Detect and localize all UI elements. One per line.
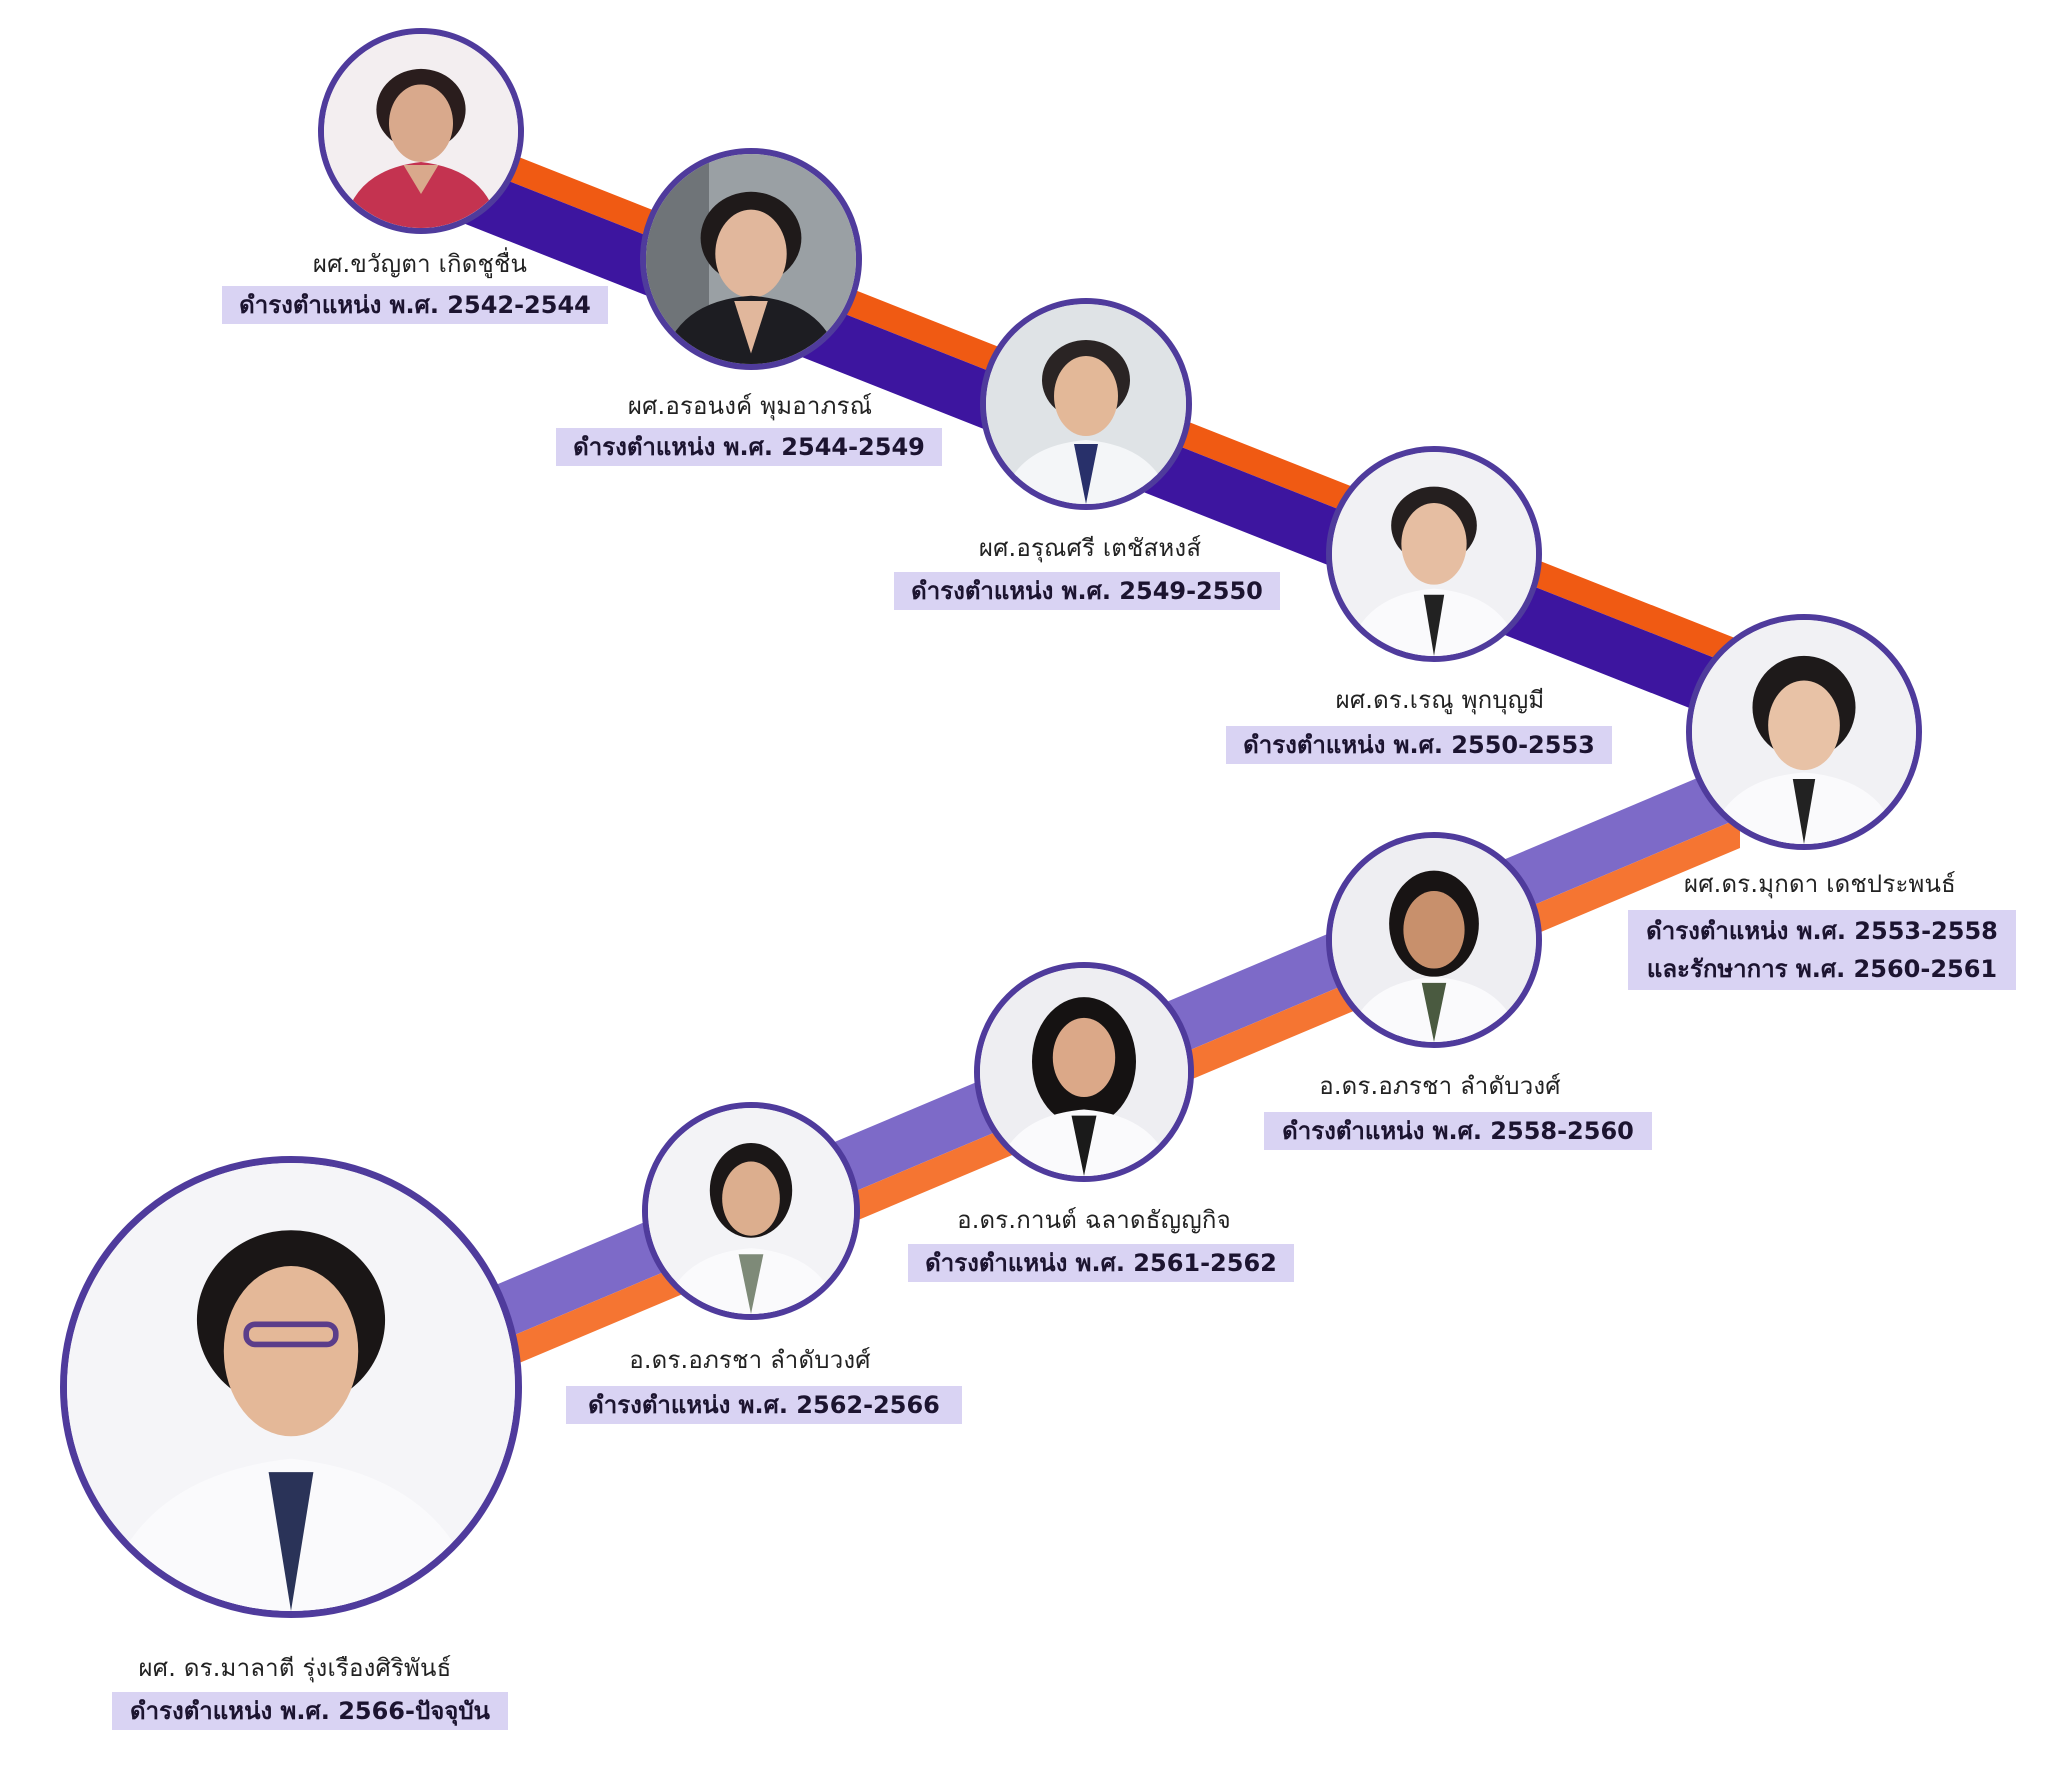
portrait-photo — [1326, 446, 1542, 662]
person-name: อ.ดร.อภรชา ลำดับวงศ์ — [1319, 1072, 1561, 1100]
term-label: ดำรงตำแหน่ง พ.ศ. 2542-2544 — [222, 286, 608, 324]
person-silhouette-icon — [324, 34, 518, 228]
term-label: ดำรงตำแหน่ง พ.ศ. 2562-2566 — [566, 1386, 962, 1424]
person-silhouette-icon — [646, 154, 856, 364]
person-name: อ.ดร.กานต์ ฉลาดธัญญกิจ — [957, 1206, 1231, 1234]
portrait-photo — [642, 1102, 860, 1320]
portrait-photo — [980, 298, 1192, 510]
portrait-photo — [60, 1156, 522, 1618]
person-silhouette-icon — [648, 1108, 854, 1314]
term-label: ดำรงตำแหน่ง พ.ศ. 2561-2562 — [908, 1244, 1294, 1282]
person-silhouette-icon — [986, 304, 1186, 504]
person-name: ผศ.ดร.เรณู พุกบุญมี — [1335, 686, 1545, 714]
person-silhouette-icon — [1332, 838, 1536, 1042]
person-name: ผศ.อรอนงค์ พุมอาภรณ์ — [627, 392, 873, 420]
term-label: ดำรงตำแหน่ง พ.ศ. 2553-2558 และรักษาการ พ… — [1628, 910, 2016, 990]
term-label: ดำรงตำแหน่ง พ.ศ. 2550-2553 — [1226, 726, 1612, 764]
person-name: ผศ.อรุณศรี เตชัสหงส์ — [978, 534, 1202, 562]
term-label: ดำรงตำแหน่ง พ.ศ. 2549-2550 — [894, 572, 1280, 610]
term-label: ดำรงตำแหน่ง พ.ศ. 2558-2560 — [1264, 1112, 1652, 1150]
portrait-photo — [974, 962, 1194, 1182]
portrait-photo — [1326, 832, 1542, 1048]
person-silhouette-icon — [67, 1163, 515, 1611]
portrait-photo — [1686, 614, 1922, 850]
person-silhouette-icon — [980, 968, 1188, 1176]
person-silhouette-icon — [1692, 620, 1916, 844]
portrait-photo — [640, 148, 862, 370]
person-name: ผศ.ขวัญตา เกิดชูชื่น — [312, 250, 528, 278]
person-silhouette-icon — [1332, 452, 1536, 656]
term-label: ดำรงตำแหน่ง พ.ศ. 2544-2549 — [556, 428, 942, 466]
term-label: ดำรงตำแหน่ง พ.ศ. 2566-ปัจจุบัน — [112, 1692, 508, 1730]
person-name: ผศ.ดร.มุกดา เดชประพนธ์ — [1683, 870, 1957, 898]
person-name: ผศ. ดร.มาลาตี รุ่งเรืองศิริพันธ์ — [138, 1654, 452, 1682]
portrait-photo — [318, 28, 524, 234]
person-name: อ.ดร.อภรชา ลำดับวงศ์ — [629, 1346, 871, 1374]
